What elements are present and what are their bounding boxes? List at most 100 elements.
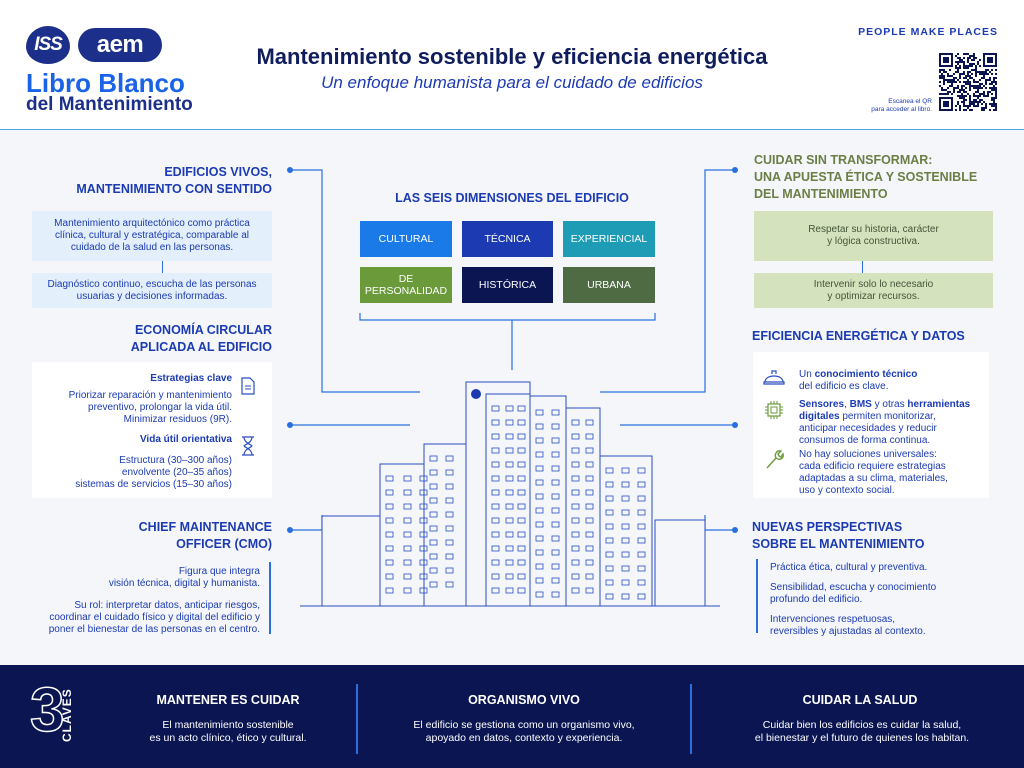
- cuidar-heading: CUIDAR SIN TRANSFORMAR: UNA APUESTA ÉTIC…: [754, 152, 994, 203]
- footer-col-1-text: El mantenimiento sostenible es un acto c…: [108, 719, 348, 745]
- vivos-connector: [162, 261, 163, 273]
- eficiencia-i2-g: permiten monitorizar,: [839, 411, 936, 422]
- footer-col-2-line-1: El edificio se gestiona como un organism…: [413, 719, 635, 731]
- eficiencia-item-3: No hay soluciones universales: cada edif…: [799, 449, 979, 497]
- header: [0, 0, 1024, 130]
- eficiencia-heading: EFICIENCIA ENERGÉTICA Y DATOS: [752, 329, 965, 343]
- eficiencia-i3-line-1: No hay soluciones universales:: [799, 449, 937, 460]
- book-subtitle: del Mantenimiento: [26, 94, 193, 115]
- lifespan-line-2: envolvente (20–35 años): [121, 467, 232, 478]
- vivos-box-1-line-3: cuidado de la salud en las personas.: [70, 242, 234, 253]
- qr-caption-line-1: Escanea el QR: [888, 98, 932, 105]
- eficiencia-panel: [753, 352, 989, 498]
- eficiencia-i2-e: herramientas: [907, 399, 971, 410]
- lifespan-block: Vida útil orientativa Estructura (30–300…: [40, 434, 232, 491]
- document-icon: [241, 377, 255, 395]
- dimensions-title: LAS SEIS DIMENSIONES DEL EDIFICIO: [395, 191, 629, 205]
- dimension-personalidad-label-2: PERSONALIDAD: [364, 285, 448, 297]
- vivos-box-1-line-1: Mantenimiento arquitectónico como prácti…: [54, 218, 250, 229]
- cmo-p2-line-1: Su rol: interpretar datos, anticipar rie…: [74, 600, 260, 611]
- cuidar-box-2-line-1: Intervenir solo lo necesario: [813, 278, 934, 290]
- tagline: PEOPLE MAKE PLACES: [858, 26, 998, 38]
- eficiencia-i3-line-4: uso y contexto social.: [799, 485, 895, 496]
- circular-heading: ECONOMÍA CIRCULAR APLICADA AL EDIFICIO: [40, 322, 272, 356]
- vivos-box-2: Diagnóstico continuo, escucha de las per…: [32, 273, 272, 308]
- dimension-tecnica-label: TÉCNICA: [484, 232, 531, 245]
- dimension-historica-label: HISTÓRICA: [478, 278, 537, 291]
- vivos-heading-line-1: EDIFICIOS VIVOS,: [164, 165, 272, 179]
- cmo-text: Figura que integra visión técnica, digit…: [30, 566, 260, 636]
- book-title: Libro Blanco: [26, 68, 185, 98]
- nuevas-p3-line-2: reversibles y ajustadas al contexto.: [770, 626, 926, 637]
- eficiencia-item-1: Un conocimiento técnico del edificio es …: [799, 369, 979, 393]
- qr-caption-line-2: para acceder al libro.: [871, 105, 932, 113]
- nuevas-heading: NUEVAS PERSPECTIVAS SOBRE EL MANTENIMIEN…: [752, 519, 992, 553]
- eficiencia-i2-b: ,: [844, 399, 850, 410]
- eficiencia-i2-f: digitales: [799, 411, 840, 422]
- hardhat-icon: [763, 370, 785, 385]
- footer-col-3-line-2: el bienestar y el futuro de quienes los …: [754, 732, 970, 745]
- dimension-experiencial: EXPERIENCIAL: [563, 221, 655, 257]
- cmo-p1-line-2: visión técnica, digital y humanista.: [108, 578, 260, 589]
- eficiencia-i2-h: anticipar necesidades y reducir: [799, 423, 937, 434]
- qr-code[interactable]: [939, 52, 997, 112]
- footer: [0, 665, 1024, 768]
- dimension-personalidad-label-1: DE: [398, 272, 414, 285]
- cuidar-box-2-line-2: y optimizar recursos.: [827, 290, 920, 302]
- dimension-personalidad: DE PERSONALIDAD: [360, 267, 452, 303]
- claves-number: 3: [29, 676, 65, 745]
- nuevas-p3-line-1: Intervenciones respetuosas,: [770, 614, 896, 625]
- building-illustration: [300, 381, 720, 607]
- vivos-box-1-line-2: clínica, cultural y estratégica, compara…: [55, 230, 249, 241]
- eficiencia-i3-line-3: adaptadas a su clima, materiales,: [799, 473, 948, 484]
- cmo-p2-line-2: coordinar el cuidado físico y digital de…: [49, 612, 260, 623]
- cuidar-box-1-line-1: Respetar su historia, carácter: [808, 224, 939, 235]
- vivos-heading: EDIFICIOS VIVOS, MANTENIMIENTO CON SENTI…: [40, 164, 272, 198]
- footer-col-3-title: CUIDAR LA SALUD: [802, 693, 918, 707]
- claves-label: CLAVES: [60, 688, 74, 742]
- lifespan-line-3: sistemas de servicios (15–30 años): [75, 479, 232, 490]
- cuidar-heading-line-3: DEL MANTENIMIENTO: [754, 186, 888, 201]
- eficiencia-i2-d: y otras: [871, 399, 908, 410]
- nuevas-text: Práctica ética, cultural y preventiva. S…: [770, 562, 990, 638]
- connector-lines: [287, 167, 738, 533]
- eficiencia-i1-b: conocimiento técnico: [814, 369, 918, 380]
- page-title: Mantenimiento sostenible y eficiencia en…: [256, 44, 768, 69]
- circular-heading-line-2: APLICADA AL EDIFICIO: [130, 339, 272, 354]
- lifespan-line-1: Estructura (30–300 años): [119, 455, 232, 466]
- footer-divider-1: [356, 684, 358, 754]
- dimension-urbana-label: URBANA: [587, 278, 631, 291]
- cuidar-connector: [862, 261, 863, 273]
- eficiencia-i1-a: Un: [799, 369, 815, 380]
- strategies-title: Estrategias clave: [150, 373, 232, 384]
- nuevas-p2-line-1: Sensibilidad, escucha y conocimiento: [770, 582, 937, 593]
- footer-col-1-line-1: El mantenimiento sostenible: [162, 719, 294, 731]
- eficiencia-i2-i: consumos de forma continua.: [799, 435, 931, 446]
- aem-logo: aem: [78, 28, 162, 62]
- eficiencia-item-2: Sensores, BMS y otras herramientas digit…: [799, 399, 981, 447]
- dimension-cultural: CULTURAL: [360, 221, 452, 257]
- cmo-p1-line-1: Figura que integra: [178, 566, 260, 577]
- cmo-heading-line-1: CHIEF MAINTENANCE: [138, 520, 272, 534]
- cmo-accent-bar: [269, 562, 271, 634]
- eficiencia-i1-c: del edificio es clave.: [799, 381, 889, 392]
- cmo-heading-line-2: OFFICER (CMO): [176, 536, 272, 551]
- footer-col-2-title: ORGANISMO VIVO: [468, 693, 580, 707]
- cmo-p2-line-3: poner el bienestar de las personas en el…: [48, 624, 260, 635]
- dimension-urbana: URBANA: [563, 267, 655, 303]
- wrench-icon: [766, 450, 784, 469]
- nuevas-heading-line-2: SOBRE EL MANTENIMIENTO: [752, 536, 925, 551]
- footer-divider-2: [690, 684, 692, 754]
- cuidar-box-1-line-2: y lógica constructiva.: [827, 236, 920, 247]
- page-subtitle: Un enfoque humanista para el cuidado de …: [321, 73, 703, 92]
- cuidar-heading-line-1: CUIDAR SIN TRANSFORMAR:: [754, 153, 933, 167]
- eficiencia-i2-a: Sensores: [799, 399, 845, 410]
- dimension-cultural-label: CULTURAL: [378, 232, 434, 245]
- circular-heading-line-1: ECONOMÍA CIRCULAR: [134, 323, 272, 337]
- footer-col-3-line-1: Cuidar bien los edificios es cuidar la s…: [762, 719, 962, 731]
- footer-col-3-text: Cuidar bien los edificios es cuidar la s…: [712, 719, 1012, 745]
- footer-col-1-title: MANTENER ES CUIDAR: [156, 693, 300, 707]
- cuidar-heading-line-2: UNA APUESTA ÉTICA Y SOSTENIBLE: [754, 169, 978, 184]
- vivos-heading-line-2: MANTENIMIENTO CON SENTIDO: [76, 181, 272, 196]
- strategies-line-2: preventivo, prolongar la vida útil.: [88, 402, 232, 413]
